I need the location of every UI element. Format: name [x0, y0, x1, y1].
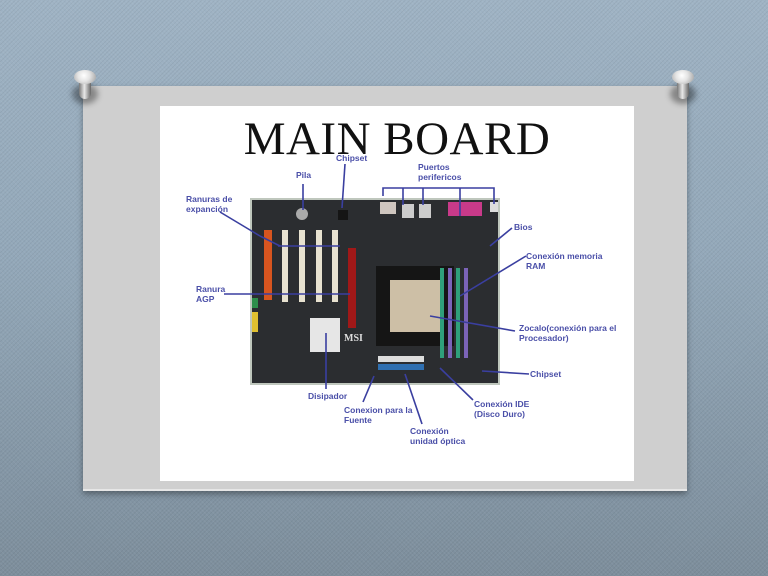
ide-connector-1 — [378, 356, 424, 362]
chipset-chip — [338, 210, 348, 220]
pushpin-left-icon — [72, 70, 98, 104]
label-ranuras: Ranuras de expanción — [186, 194, 233, 214]
agp-slot — [348, 248, 356, 328]
ram-slot-1 — [440, 268, 444, 358]
label-chipset-right: Chipset — [530, 369, 562, 379]
label-ram: Conexión memoria RAM — [526, 251, 603, 271]
ram-slot-3 — [456, 268, 460, 358]
pci-slot-2 — [299, 230, 305, 302]
ram-slot-2 — [448, 268, 452, 358]
ram-slot-4 — [464, 268, 468, 358]
label-puertos: Puertos perifericos — [418, 162, 462, 182]
parallel-port — [448, 202, 482, 216]
callout-lines — [219, 163, 530, 425]
slide-title: MAIN BOARD — [243, 113, 551, 165]
io-port-2 — [402, 204, 414, 218]
label-ide: Conexión IDE (Disco Duro) — [474, 399, 530, 419]
pushpin-right-icon — [670, 70, 696, 104]
motherboard-image: MSI — [250, 198, 500, 385]
label-pila: Pila — [296, 170, 312, 180]
label-disipador: Disipador — [308, 391, 348, 401]
brand-logo: MSI — [344, 333, 363, 344]
pci-slot-1 — [282, 230, 288, 302]
label-fuente: Conexion para la Fuente — [344, 405, 413, 425]
label-zocalo: Zocalo(conexión para el Procesador) — [519, 323, 617, 343]
io-port-1 — [380, 202, 396, 214]
label-bios: Bios — [514, 222, 533, 232]
ide-connector-2 — [378, 364, 424, 370]
slide-content: MAIN BOARD MSI — [160, 106, 634, 481]
pci-slot-3 — [316, 230, 322, 302]
io-port-3 — [419, 204, 431, 218]
green-port — [252, 298, 258, 308]
heatsink — [310, 318, 340, 352]
cpu-chip — [390, 280, 440, 332]
battery — [296, 208, 308, 220]
label-agp: Ranura AGP — [196, 284, 226, 304]
io-port-4 — [490, 202, 498, 212]
audio-ports — [252, 312, 258, 332]
label-optica: Conexión unidad óptica — [410, 426, 466, 446]
pci-e-slot — [264, 230, 272, 300]
label-chipset-top: Chipset — [336, 153, 368, 163]
pci-slot-4 — [332, 230, 338, 302]
